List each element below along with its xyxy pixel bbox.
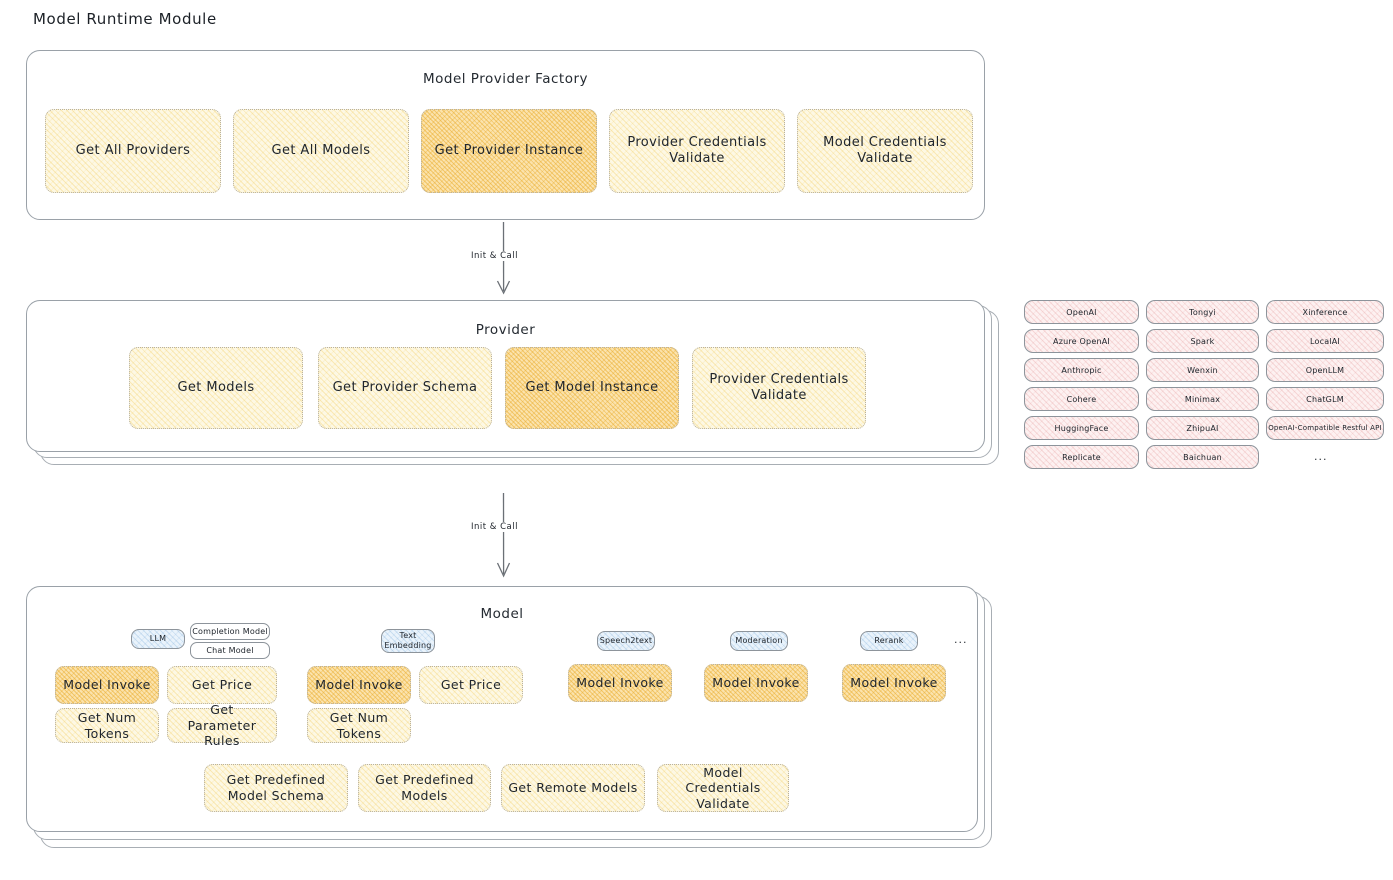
provider-chip-openllm[interactable]: OpenLLM	[1266, 358, 1384, 382]
factory-item-provider-credentials-validate[interactable]: Provider Credentials Validate	[609, 109, 785, 193]
text-embedding-op-model-invoke[interactable]: Model Invoke	[307, 666, 411, 704]
factory-item-model-credentials-validate[interactable]: Model Credentials Validate	[797, 109, 973, 193]
model-shared-op-get-predefined-models[interactable]: Get Predefined Models	[358, 764, 491, 812]
model-shared-op-get-remote-models[interactable]: Get Remote Models	[501, 764, 645, 812]
model-type-badge-rerank[interactable]: Rerank	[860, 631, 918, 651]
provider-item-provider-credentials-validate[interactable]: Provider Credentials Validate	[692, 347, 866, 429]
llm-op-model-invoke[interactable]: Model Invoke	[55, 666, 159, 704]
provider-chip-chatglm[interactable]: ChatGLM	[1266, 387, 1384, 411]
page-title: Model Runtime Module	[33, 10, 217, 28]
arrow-down-icon	[496, 492, 511, 578]
connector-label-init-call-2: Init & Call	[468, 522, 521, 532]
provider-chip-openai-compatible-restful-api[interactable]: OpenAI-Compatible Restful API	[1266, 416, 1384, 440]
provider-chip-replicate[interactable]: Replicate	[1024, 445, 1139, 469]
connector-label-init-call-1: Init & Call	[468, 251, 521, 261]
provider-chip-azure-openai[interactable]: Azure OpenAI	[1024, 329, 1139, 353]
provider-chip-localai[interactable]: LocalAI	[1266, 329, 1384, 353]
arrow-down-icon	[496, 221, 511, 295]
model-type-badge-llm[interactable]: LLM	[131, 629, 185, 649]
llm-op-get-parameter-rules[interactable]: Get Parameter Rules	[167, 702, 277, 748]
moderation-op-model-invoke[interactable]: Model Invoke	[704, 664, 808, 702]
provider-chip-xinference[interactable]: Xinference	[1266, 300, 1384, 324]
provider-item-get-model-instance[interactable]: Get Model Instance	[505, 347, 679, 429]
model-type-badge-speech2text[interactable]: Speech2text	[597, 631, 655, 651]
llm-op-get-price[interactable]: Get Price	[167, 666, 277, 704]
model-card: Model LLM Completion Model Chat Model Mo…	[26, 586, 978, 832]
provider-list: OpenAI Azure OpenAI Anthropic Cohere Hug…	[1024, 300, 1384, 475]
model-type-badge-moderation[interactable]: Moderation	[730, 631, 788, 651]
llm-op-get-num-tokens[interactable]: Get Num Tokens	[55, 708, 159, 743]
provider-chip-cohere[interactable]: Cohere	[1024, 387, 1139, 411]
factory-item-get-provider-instance[interactable]: Get Provider Instance	[421, 109, 597, 193]
provider-chip-spark[interactable]: Spark	[1146, 329, 1259, 353]
provider-chip-zhipuai[interactable]: ZhipuAI	[1146, 416, 1259, 440]
provider-chip-anthropic[interactable]: Anthropic	[1024, 358, 1139, 382]
text-embedding-op-get-num-tokens[interactable]: Get Num Tokens	[307, 708, 411, 743]
llm-sub-box-chat-model[interactable]: Chat Model	[190, 642, 270, 659]
speech2text-op-model-invoke[interactable]: Model Invoke	[568, 664, 672, 702]
provider-chip-wenxin[interactable]: Wenxin	[1146, 358, 1259, 382]
text-embedding-op-get-price[interactable]: Get Price	[419, 666, 523, 704]
model-provider-factory-card: Model Provider Factory Get All Providers…	[26, 50, 985, 220]
model-provider-factory-title: Model Provider Factory	[422, 71, 588, 87]
provider-card: Provider Get Models Get Provider Schema …	[26, 300, 985, 452]
provider-item-get-provider-schema[interactable]: Get Provider Schema	[318, 347, 492, 429]
model-title: Model	[480, 606, 524, 622]
llm-sub-box-completion-model[interactable]: Completion Model	[190, 623, 270, 640]
provider-chip-tongyi[interactable]: Tongyi	[1146, 300, 1259, 324]
connector-factory-to-provider: Init & Call	[468, 221, 540, 301]
provider-title: Provider	[475, 322, 536, 338]
model-types-more-ellipsis: ...	[954, 633, 968, 646]
provider-chip-openai[interactable]: OpenAI	[1024, 300, 1139, 324]
connector-provider-to-model: Init & Call	[468, 492, 540, 584]
model-shared-op-get-predefined-model-schema[interactable]: Get Predefined Model Schema	[204, 764, 348, 812]
provider-chip-huggingface[interactable]: HuggingFace	[1024, 416, 1139, 440]
factory-item-get-all-providers[interactable]: Get All Providers	[45, 109, 221, 193]
model-shared-op-model-credentials-validate[interactable]: Model Credentials Validate	[657, 764, 789, 812]
provider-list-more-ellipsis: ...	[1314, 450, 1328, 463]
factory-item-get-all-models[interactable]: Get All Models	[233, 109, 409, 193]
rerank-op-model-invoke[interactable]: Model Invoke	[842, 664, 946, 702]
provider-chip-baichuan[interactable]: Baichuan	[1146, 445, 1259, 469]
provider-item-get-models[interactable]: Get Models	[129, 347, 303, 429]
model-type-badge-text-embedding[interactable]: Text Embedding	[381, 629, 435, 653]
provider-chip-minimax[interactable]: Minimax	[1146, 387, 1259, 411]
